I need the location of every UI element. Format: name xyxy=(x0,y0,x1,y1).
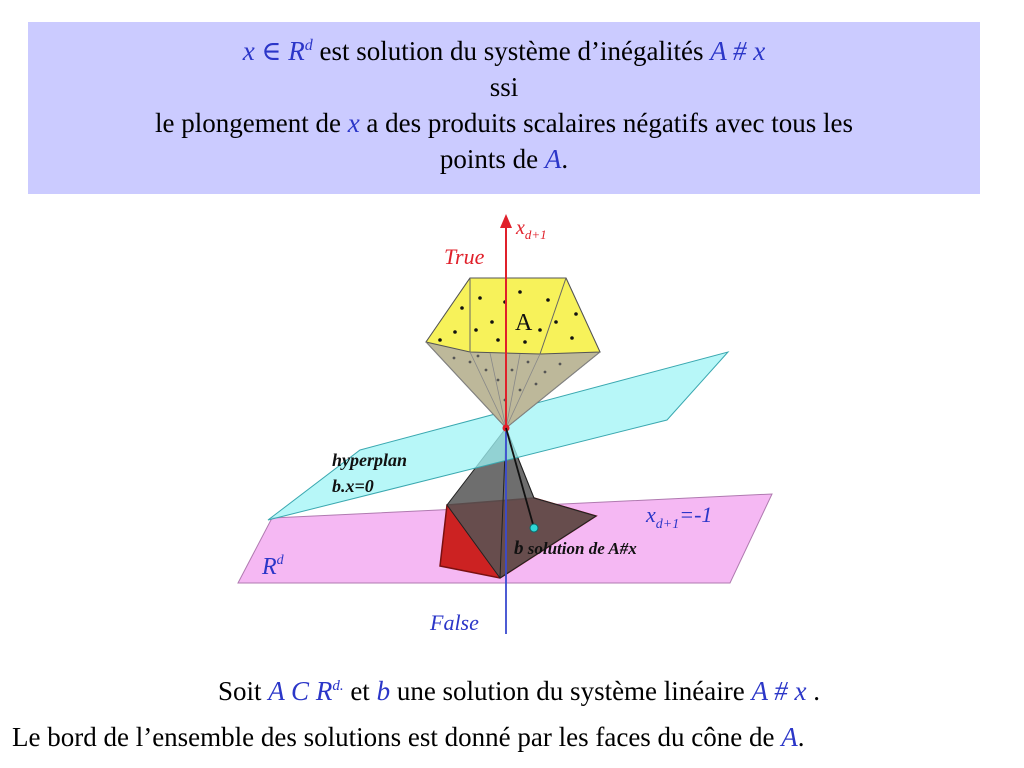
b-solution-label: b solution de A#x xyxy=(514,538,637,559)
var-d-sup: d xyxy=(304,37,313,54)
header-text-4b: . xyxy=(561,144,569,174)
footer-var-R: R xyxy=(315,676,333,706)
footer-var-b: b xyxy=(376,676,391,706)
axis-top-label: xd+1 xyxy=(515,217,547,242)
footer-hash: # xyxy=(767,676,795,706)
hash-symbol: # xyxy=(726,36,754,66)
header-line-1: x ∈ Rd est solution du système d’inégali… xyxy=(28,28,980,69)
footer-end: . xyxy=(806,676,820,706)
header-line-2: ssi xyxy=(489,72,519,102)
var-x: x xyxy=(242,36,255,66)
header-line-4: points de A. xyxy=(28,141,980,177)
footer-soit: Soit xyxy=(218,676,269,706)
footer-var-x: x xyxy=(794,676,807,706)
header-line-3: le plongement de x a des produits scalai… xyxy=(28,105,980,141)
polytope-A xyxy=(425,277,601,355)
var-A: A xyxy=(710,36,727,66)
var-x-3: x xyxy=(347,108,360,138)
hyperplan-label-2: b.x=0 xyxy=(332,476,374,496)
footer-var-A: A xyxy=(268,676,285,706)
plane-equation-label: xd+1=-1 xyxy=(645,502,712,532)
header-text-3b: a des produits scalaires négatifs avec t… xyxy=(359,108,854,138)
header-text-4a: points de xyxy=(439,144,545,174)
footer-text-2b: . xyxy=(797,722,805,752)
header-text-3a: le plongement de xyxy=(154,108,348,138)
polytope-points xyxy=(438,290,578,344)
axis-arrow-icon xyxy=(500,214,512,228)
footer-var-d-sup: d. xyxy=(332,678,344,694)
hyperplan-label-1: hyperplan xyxy=(332,450,407,470)
footer-text-1: une solution du système linéaire xyxy=(390,676,752,706)
footer-var-A2: A xyxy=(751,676,768,706)
footer-text-2a: Le bord de l’ensemble des solutions est … xyxy=(12,722,782,752)
cone-rays xyxy=(425,341,601,429)
header-box: x ∈ Rd est solution du système d’inégali… xyxy=(28,22,980,194)
var-R: R xyxy=(288,36,305,66)
cone-points xyxy=(452,354,562,402)
footer-et: et xyxy=(343,676,377,706)
footer-var-A3: A xyxy=(781,722,798,752)
false-label: False xyxy=(429,610,479,635)
true-label: True xyxy=(444,244,485,269)
header-text-1: est solution du système d’inégalités xyxy=(312,36,711,66)
Rd-label: Rd xyxy=(261,553,285,580)
footer-subset-C: C xyxy=(284,676,316,706)
var-A-4: A xyxy=(544,144,562,174)
var-x-2: x xyxy=(753,36,766,66)
polytope-edge-2 xyxy=(539,277,567,355)
footer-line-2: Le bord de l’ensemble des solutions est … xyxy=(12,722,805,753)
A-label: A xyxy=(515,310,533,336)
hyperplane xyxy=(267,351,730,521)
element-of-symbol: ∈ xyxy=(261,36,282,66)
point-b xyxy=(529,523,539,533)
vector-b xyxy=(505,427,535,529)
footer-line-1: Soit A C Rd. et b une solution du systèm… xyxy=(218,676,820,707)
